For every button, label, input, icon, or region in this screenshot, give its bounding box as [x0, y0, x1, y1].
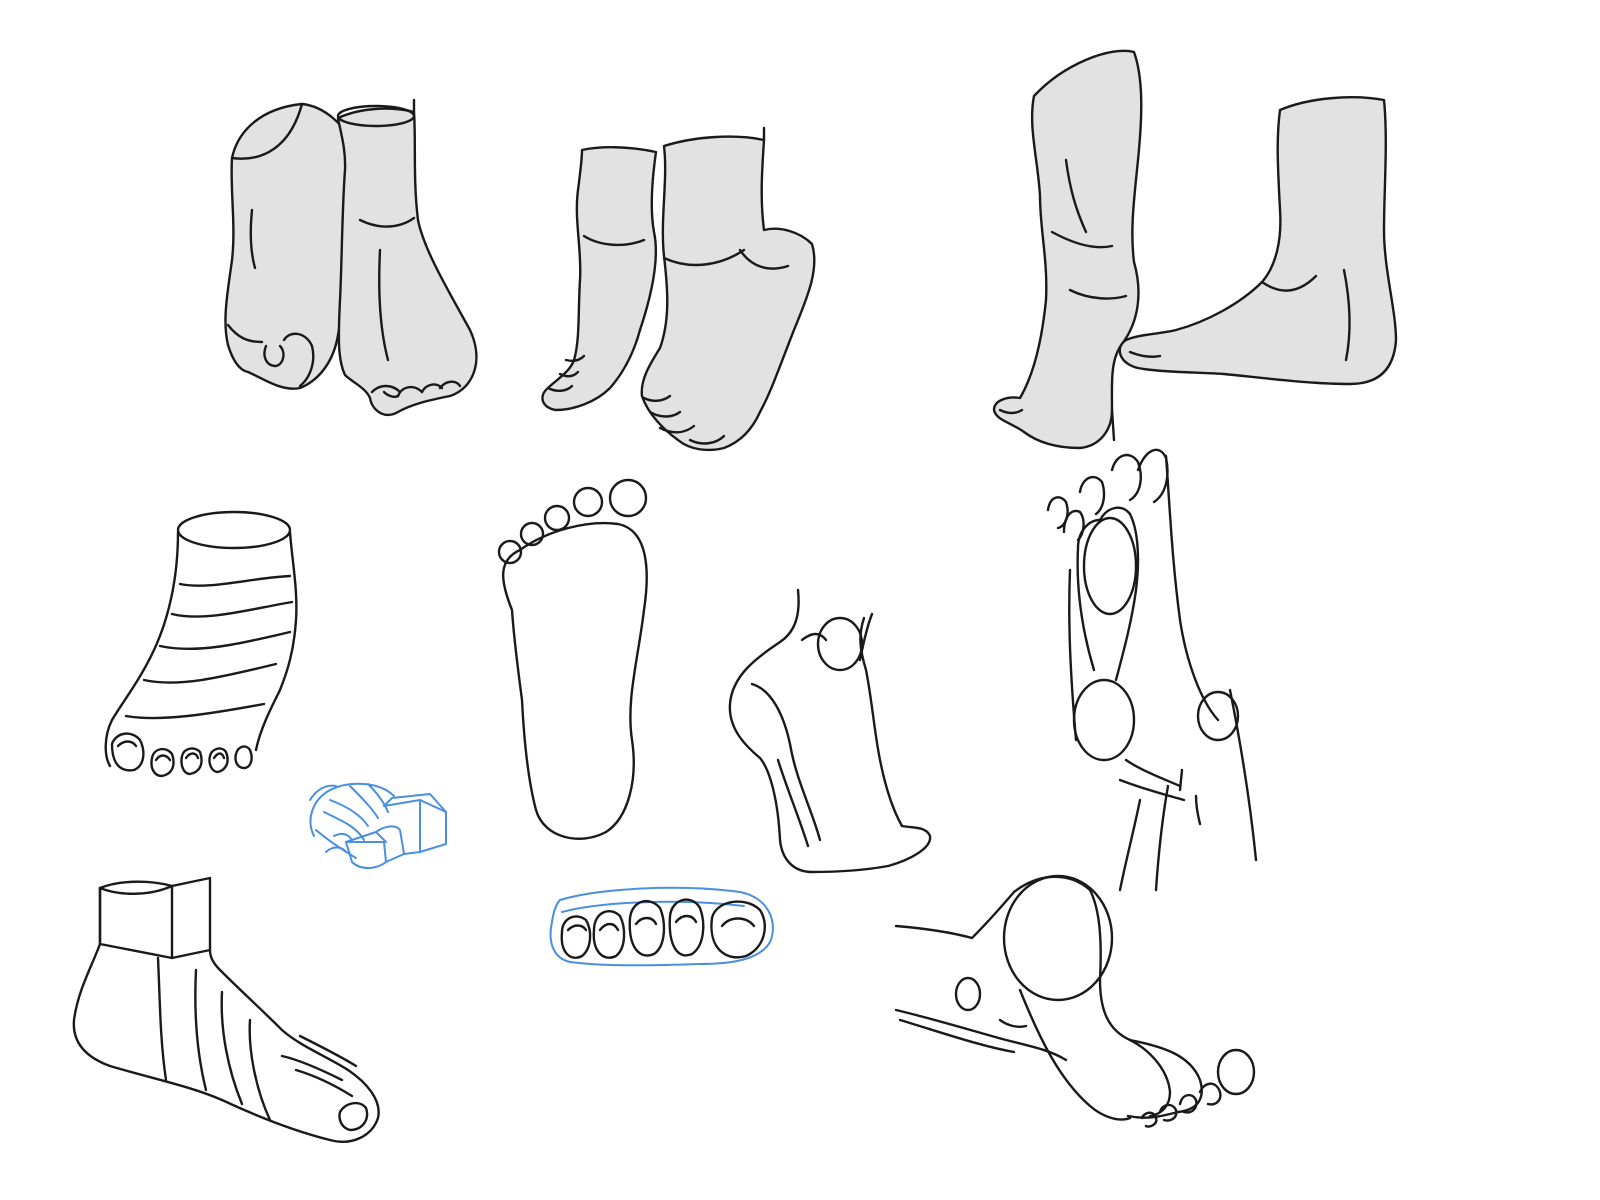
pair-of-legs-side-view — [992, 49, 1398, 450]
foot-three-quarter-contour — [104, 510, 298, 778]
foot-back-heel-view — [728, 588, 932, 874]
footprint-sole-outline — [497, 478, 648, 840]
pair-of-feet-tiptoe-view — [541, 126, 816, 452]
foot-sole-raised-view — [1046, 448, 1258, 892]
foot-block-construction — [72, 876, 380, 1143]
pair-of-feet-front-view — [224, 98, 478, 417]
toes-box-construction — [309, 782, 447, 869]
foot-sole-perspective — [894, 874, 1256, 1128]
toes-row-construction — [549, 886, 774, 967]
